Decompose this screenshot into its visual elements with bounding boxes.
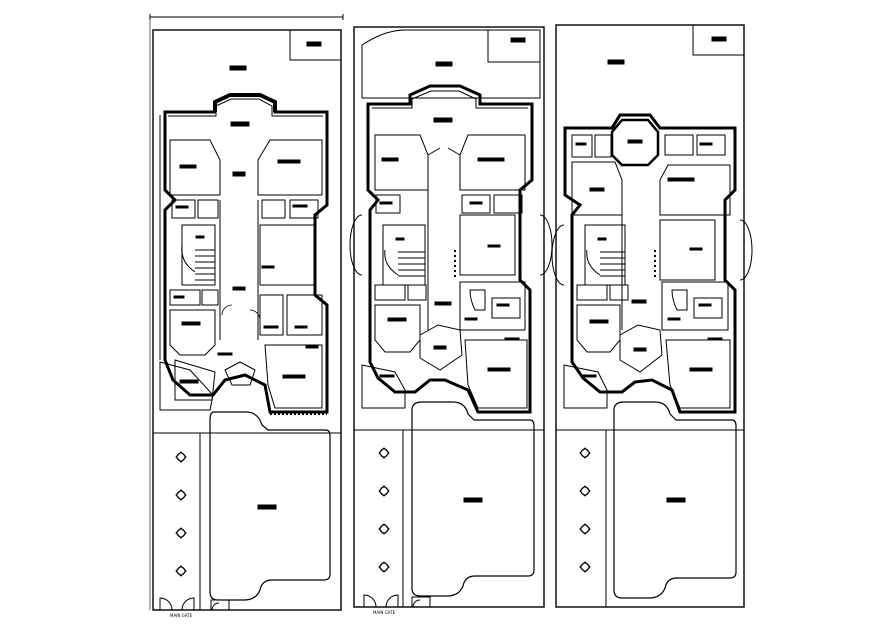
garden-lawn (411, 401, 535, 597)
room-bottom-right (464, 339, 528, 409)
main-gate (159, 597, 230, 611)
octagon-bay (610, 118, 660, 167)
plan-right (551, 24, 753, 608)
plot-boundary (555, 24, 745, 608)
garden-lawn (209, 411, 331, 601)
kitchen (661, 281, 729, 331)
room-bottom-right (665, 339, 731, 409)
room-bottom-right (264, 344, 323, 409)
room-lower-left (169, 309, 216, 356)
gate-label-left: MAIN GATE (170, 613, 193, 618)
room-lower-left (576, 304, 621, 353)
bedroom-upper-left (374, 134, 429, 191)
living-room (259, 224, 316, 286)
bedroom-left (571, 161, 623, 216)
bedroom-right (659, 164, 731, 216)
front-lawn-label (229, 65, 247, 71)
bedroom-upper-left (169, 139, 221, 196)
plot-boundary (152, 29, 342, 611)
living-room (459, 214, 516, 276)
main-gate (363, 594, 431, 608)
trees-column (175, 451, 187, 577)
trees-column (378, 447, 390, 573)
kitchen (459, 281, 526, 331)
room-lower-left (374, 304, 421, 353)
entry-porch (419, 324, 463, 371)
utility-box (289, 29, 342, 61)
trees-column (579, 447, 591, 573)
utility-box (692, 24, 745, 56)
plot-boundary (353, 26, 545, 608)
living-room (659, 219, 716, 281)
garden-lawn (613, 401, 737, 599)
bedroom-upper-right (257, 139, 323, 196)
gate-label-middle: MAIN GATE (373, 610, 396, 615)
bedroom-upper-right (459, 134, 526, 191)
staircase (181, 224, 216, 286)
front-lawn (361, 29, 541, 99)
plan-left (149, 14, 344, 611)
plan-middle (349, 26, 553, 608)
entry-porch (619, 324, 663, 373)
house-outline (563, 113, 737, 414)
